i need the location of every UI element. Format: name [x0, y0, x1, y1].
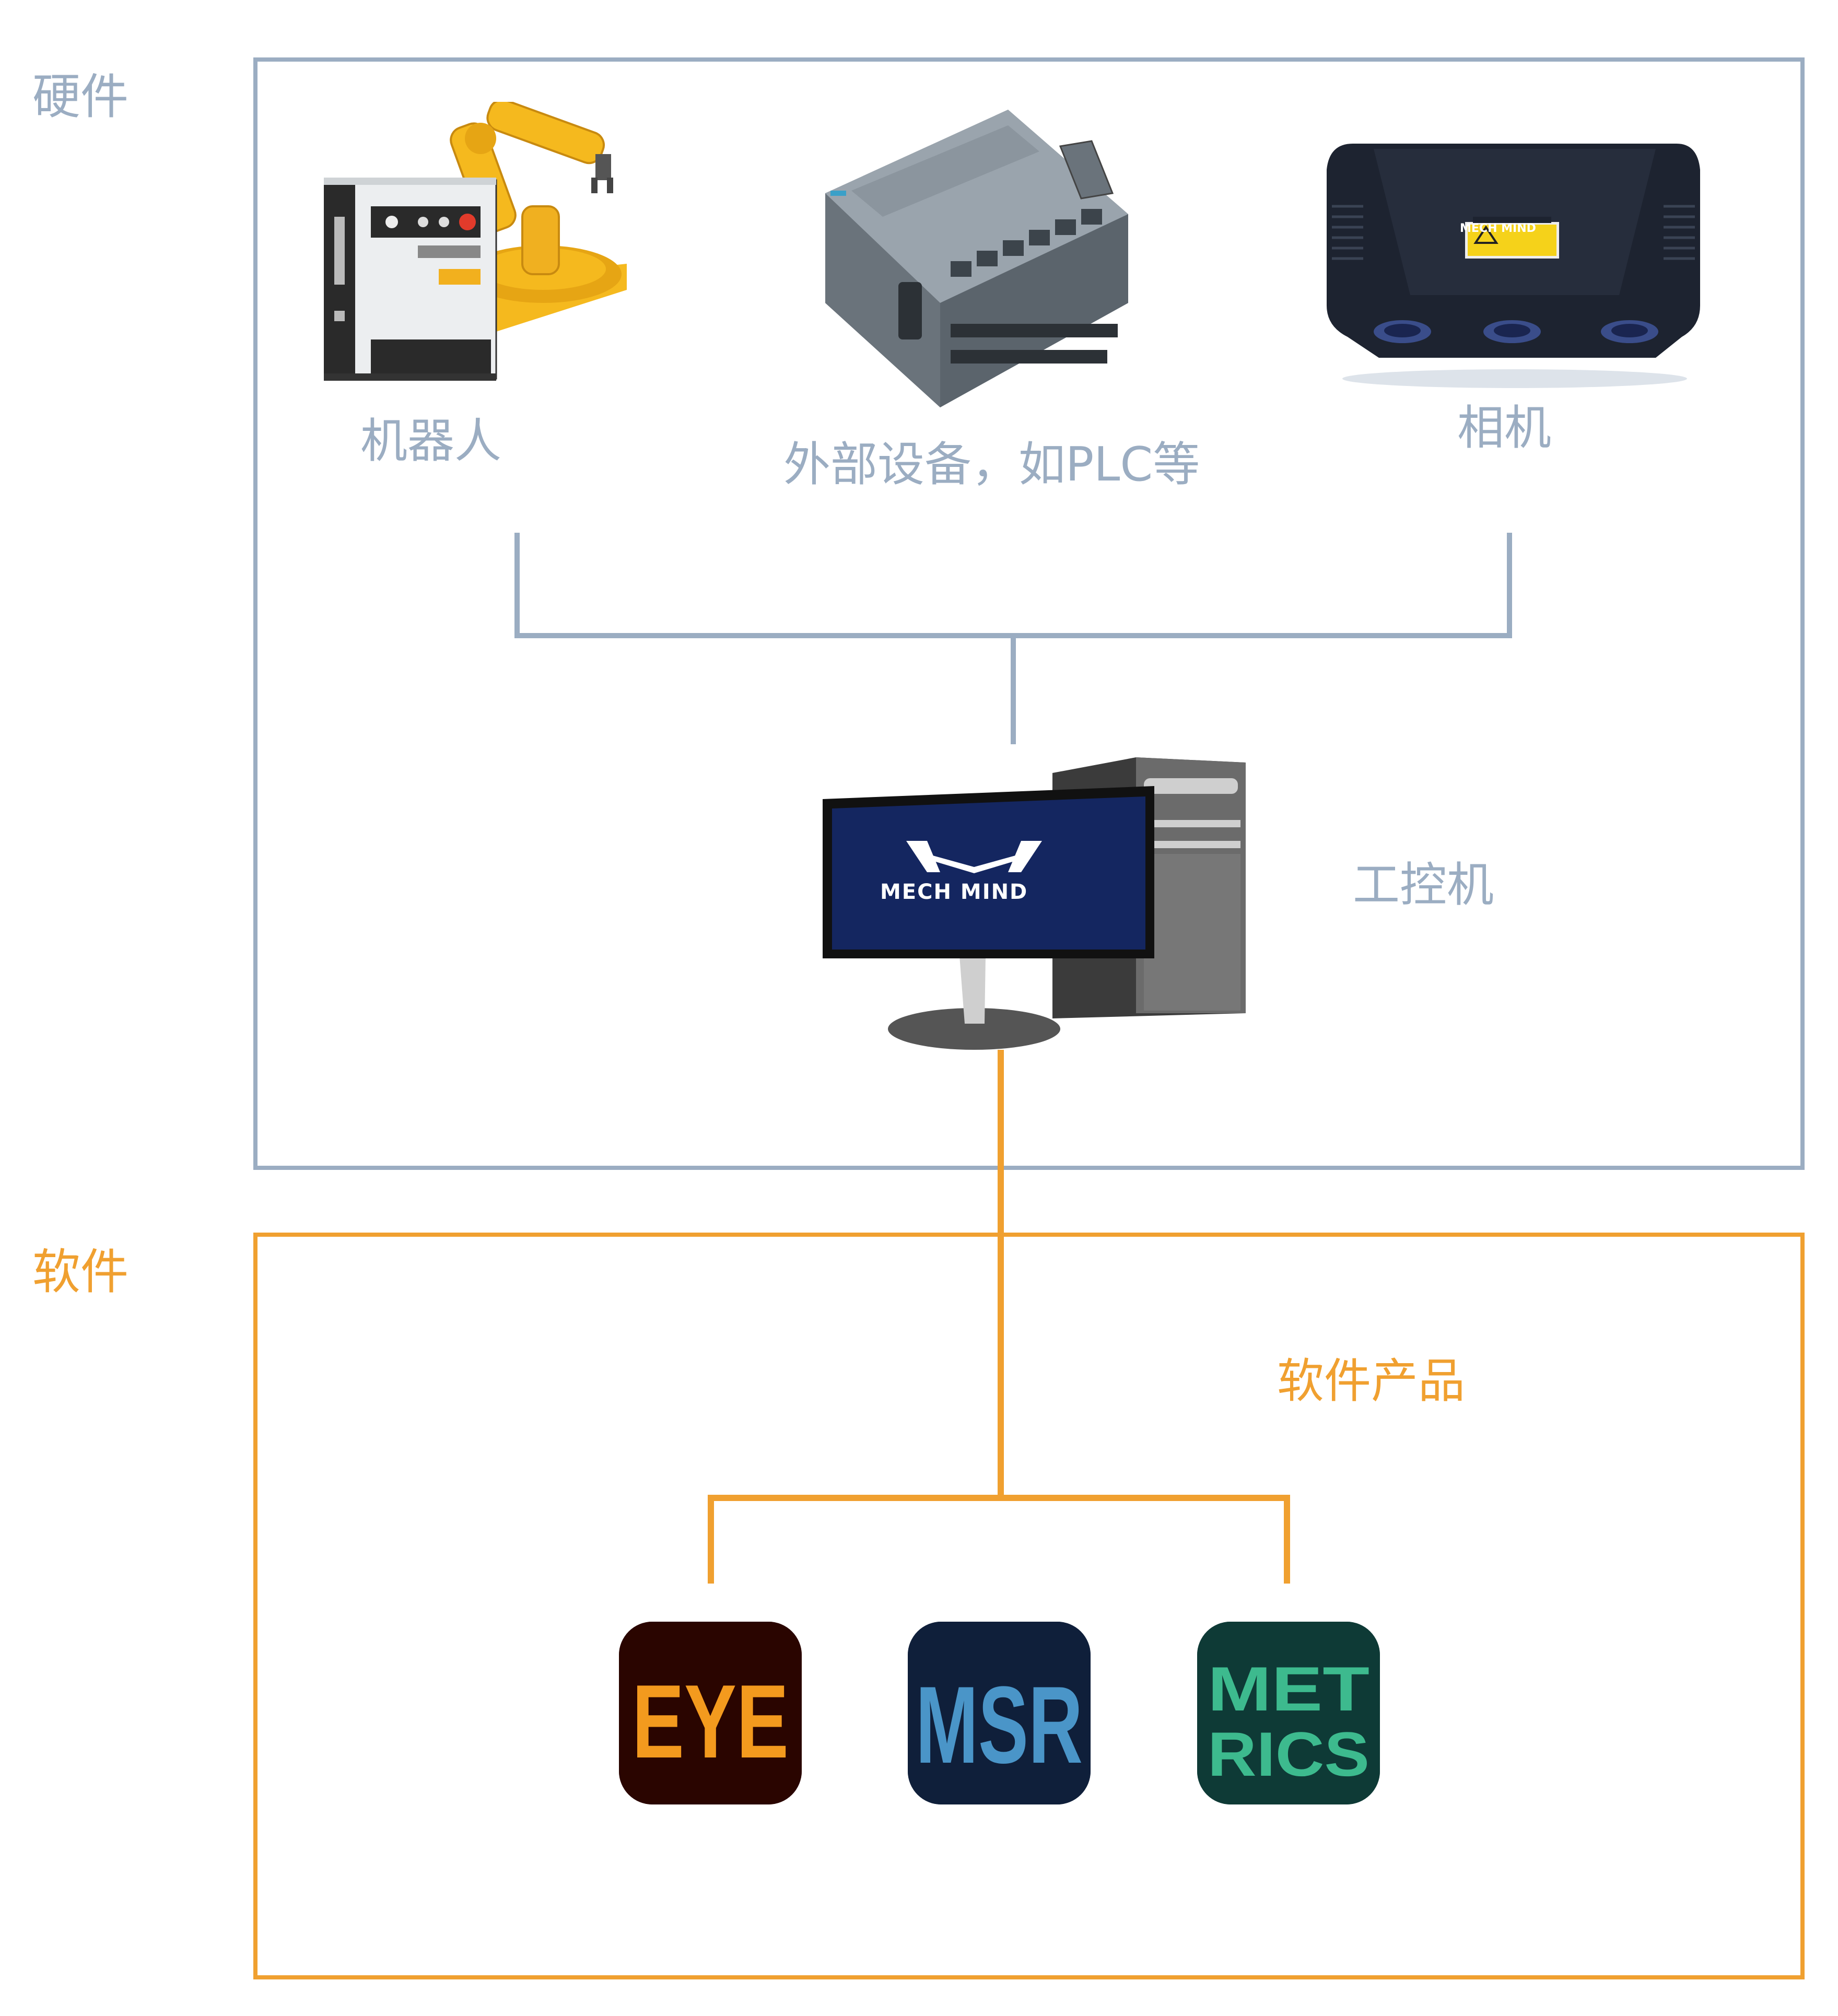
msr-app-icon[interactable]: MSR [908, 1622, 1091, 1804]
metrics-app-text-top: MET [1208, 1654, 1369, 1724]
camera-brand-text: MECH MIND [1460, 222, 1536, 235]
metrics-app-text-bottom: RICS [1208, 1719, 1369, 1789]
hardware-bus-line [514, 633, 1512, 638]
camera-label: 相机 [1457, 401, 1551, 455]
eye-app-text: EYE [632, 1663, 789, 1780]
camera-image [1316, 138, 1708, 389]
software-section-label: 软件 [32, 1244, 129, 1300]
ipc-connector-line [1011, 637, 1016, 744]
robot-connector-line [514, 533, 520, 637]
plc-label: 外部设备，如PLC等 [783, 437, 1200, 492]
robot-image [324, 102, 637, 384]
ipc-brand-text: MECH MIND [880, 880, 1028, 904]
camera-connector-line [1507, 533, 1512, 637]
msr-app-text: MSR [916, 1663, 1083, 1786]
metrics-connector-line [1284, 1495, 1290, 1584]
software-trunk-line [998, 1050, 1004, 1500]
software-bus-line [708, 1495, 1290, 1501]
software-products-label: 软件产品 [1277, 1354, 1465, 1409]
hardware-section-label: 硬件 [32, 69, 129, 125]
plc-image [820, 104, 1128, 413]
hardware-box [253, 57, 1805, 1170]
robot-label: 机器人 [360, 414, 501, 468]
software-box [253, 1233, 1805, 1979]
eye-connector-line [708, 1495, 714, 1584]
ipc-label: 工控机 [1353, 858, 1494, 912]
metrics-app-icon[interactable]: MET RICS [1197, 1622, 1380, 1804]
ipc-image [823, 757, 1256, 1055]
eye-app-icon[interactable]: EYE [619, 1622, 802, 1804]
